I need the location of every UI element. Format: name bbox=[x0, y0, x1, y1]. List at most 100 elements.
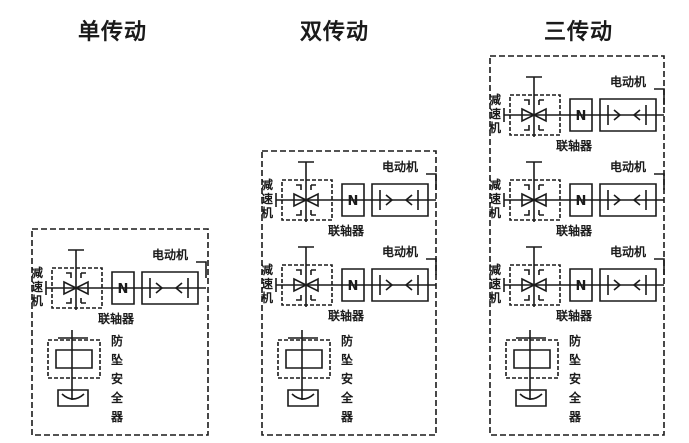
coupling-box bbox=[341, 183, 365, 217]
motor-label: 电动机 bbox=[152, 248, 189, 262]
motor-bearings bbox=[149, 278, 189, 298]
motor-label: 电动机 bbox=[382, 245, 419, 259]
drive-unit-single-1: N bbox=[45, 249, 207, 310]
safety-housing bbox=[277, 339, 331, 379]
reducer-gear bbox=[521, 277, 547, 293]
safety-label-char: 防 bbox=[340, 334, 353, 348]
motor-terminal bbox=[426, 173, 437, 190]
frame-single bbox=[31, 228, 209, 436]
reducer-label-char: 机 bbox=[30, 294, 43, 308]
output-shaft bbox=[526, 161, 542, 222]
safety-label-char: 防 bbox=[568, 334, 581, 348]
reducer-label: 减速机 bbox=[488, 93, 502, 135]
output-shaft bbox=[68, 249, 84, 310]
safety-label-char: 器 bbox=[340, 410, 353, 424]
reducer-label: 减速机 bbox=[260, 263, 274, 305]
safety-device-double bbox=[277, 330, 331, 407]
motor-terminal bbox=[426, 258, 437, 275]
motor-box bbox=[599, 268, 657, 302]
coupling-box bbox=[569, 98, 593, 132]
safety-label-char: 全 bbox=[340, 391, 353, 405]
coupling-glyph: N bbox=[118, 282, 129, 297]
reducer-housing bbox=[281, 264, 333, 306]
motor-terminal bbox=[654, 88, 665, 105]
motor-bearings bbox=[607, 190, 647, 210]
title-single-drive: 单传动 bbox=[78, 20, 148, 45]
safety-label-char: 器 bbox=[110, 410, 123, 424]
reducer-housing bbox=[509, 94, 561, 136]
safety-brake bbox=[57, 389, 89, 407]
motor-box bbox=[599, 183, 657, 217]
safety-label: 防坠安全器 bbox=[568, 332, 582, 427]
drive-unit-triple-3: N bbox=[503, 246, 665, 307]
motor-label: 电动机 bbox=[610, 245, 647, 259]
reducer-label: 减速机 bbox=[260, 178, 274, 220]
motor-terminal bbox=[654, 173, 665, 190]
safety-label-char: 安 bbox=[110, 372, 123, 386]
reducer-gear bbox=[293, 192, 319, 208]
safety-pad bbox=[291, 393, 315, 400]
safety-pad bbox=[519, 393, 543, 400]
safety-brake bbox=[287, 389, 319, 407]
reducer-housing bbox=[51, 267, 103, 309]
motor-box bbox=[599, 98, 657, 132]
safety-label-char: 安 bbox=[340, 372, 353, 386]
output-shaft bbox=[526, 246, 542, 307]
coupling-glyph: N bbox=[348, 194, 359, 209]
motor-bearings bbox=[607, 105, 647, 125]
reducer-housing bbox=[509, 264, 561, 306]
reducer-label-char: 机 bbox=[488, 206, 501, 220]
reducer-label-char: 减 bbox=[488, 178, 501, 192]
reducer-housing bbox=[281, 179, 333, 221]
coupling-box bbox=[569, 268, 593, 302]
reducer-label-char: 机 bbox=[488, 121, 501, 135]
safety-label-char: 坠 bbox=[110, 353, 123, 367]
safety-housing bbox=[505, 339, 559, 379]
reducer-bearings bbox=[524, 269, 544, 301]
safety-label-char: 全 bbox=[568, 391, 581, 405]
reducer-label-char: 减 bbox=[30, 266, 43, 280]
motor-box bbox=[141, 271, 199, 305]
motor-bearings bbox=[379, 275, 419, 295]
reducer-housing bbox=[509, 179, 561, 221]
drive-unit-double-2: N bbox=[275, 246, 437, 307]
safety-device-triple bbox=[505, 330, 559, 407]
coupling-label: 联轴器 bbox=[556, 139, 593, 153]
reducer-gear bbox=[293, 277, 319, 293]
drive-unit-triple-1: N bbox=[503, 76, 665, 137]
drive-unit-double-1: N bbox=[275, 161, 437, 222]
reducer-label-char: 速 bbox=[30, 280, 43, 294]
safety-shaft bbox=[516, 330, 546, 400]
motor-box bbox=[371, 183, 429, 217]
coupling-label: 联轴器 bbox=[328, 224, 365, 238]
reducer-label-char: 速 bbox=[260, 277, 273, 291]
safety-shaft bbox=[58, 330, 88, 400]
reducer-bearings bbox=[296, 269, 316, 301]
safety-inner bbox=[513, 349, 551, 369]
safety-inner bbox=[285, 349, 323, 369]
reducer-label: 减速机 bbox=[30, 266, 44, 308]
safety-label-char: 器 bbox=[568, 410, 581, 424]
coupling-glyph: N bbox=[348, 279, 359, 294]
coupling-box bbox=[341, 268, 365, 302]
safety-label-char: 安 bbox=[568, 372, 581, 386]
safety-label: 防坠安全器 bbox=[110, 332, 124, 427]
coupling-label: 联轴器 bbox=[556, 224, 593, 238]
motor-label: 电动机 bbox=[382, 160, 419, 174]
reducer-label-char: 机 bbox=[260, 206, 273, 220]
safety-inner bbox=[55, 349, 93, 369]
reducer-gear bbox=[521, 192, 547, 208]
safety-label-char: 坠 bbox=[568, 353, 581, 367]
reducer-label: 减速机 bbox=[488, 178, 502, 220]
reducer-label-char: 速 bbox=[488, 277, 501, 291]
reducer-label-char: 减 bbox=[260, 178, 273, 192]
reducer-label-char: 速 bbox=[260, 192, 273, 206]
output-shaft bbox=[298, 246, 314, 307]
coupling-glyph: N bbox=[576, 194, 587, 209]
motor-terminal bbox=[196, 261, 207, 278]
safety-label-char: 防 bbox=[110, 334, 123, 348]
reducer-label-char: 速 bbox=[488, 192, 501, 206]
motor-label: 电动机 bbox=[610, 160, 647, 174]
reducer-bearings bbox=[524, 184, 544, 216]
safety-label: 防坠安全器 bbox=[340, 332, 354, 427]
